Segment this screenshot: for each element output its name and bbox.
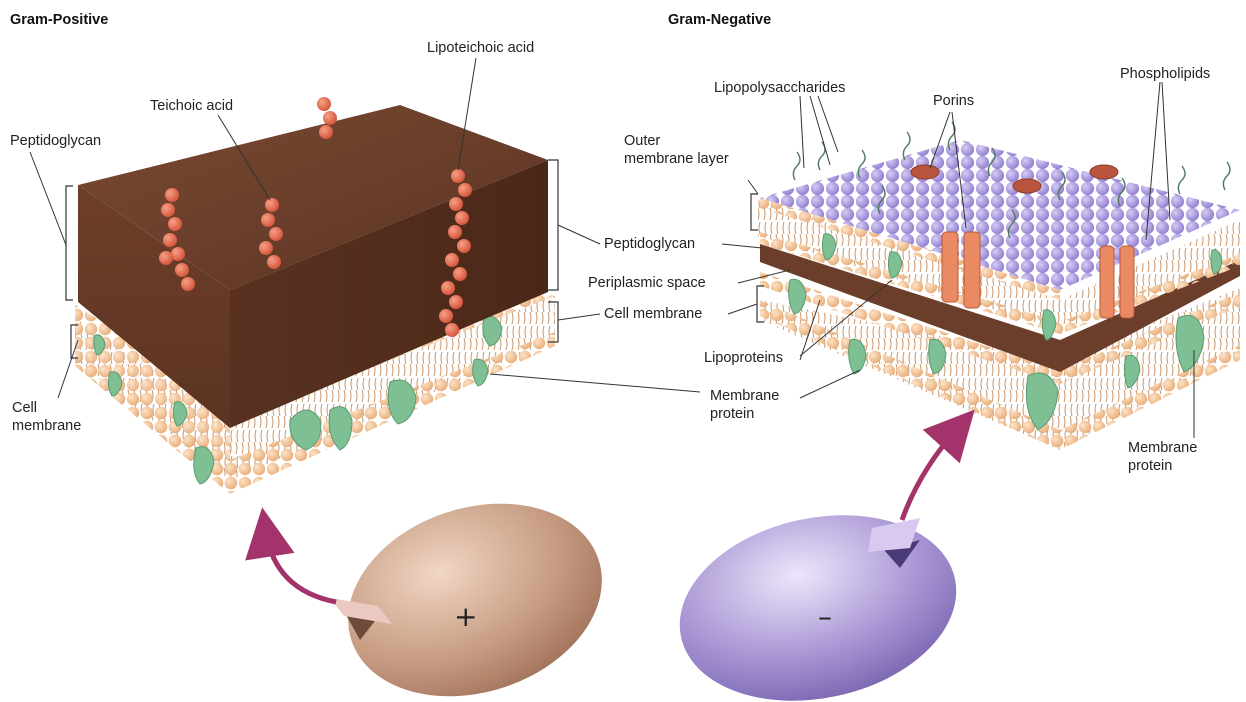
label-outer-membrane-line2: membrane layer bbox=[624, 151, 729, 168]
gram-negative-header: Gram-Negative bbox=[668, 12, 771, 28]
label-peptidoglycan-center: Peptidoglycan bbox=[604, 236, 695, 253]
label-membrane-protein-right-line2: protein bbox=[1128, 458, 1172, 475]
gram-positive-header: Gram-Positive bbox=[10, 12, 108, 28]
label-teichoic-acid: Teichoic acid bbox=[150, 98, 233, 115]
label-lipoproteins: Lipoproteins bbox=[704, 350, 783, 367]
label-cell-membrane-left-line1: Cell bbox=[12, 400, 37, 417]
label-membrane-protein-right-line1: Membrane bbox=[1128, 440, 1197, 457]
label-peptidoglycan-left: Peptidoglycan bbox=[10, 133, 101, 150]
gram-positive-sign: + bbox=[454, 600, 477, 633]
label-membrane-protein-center-line1: Membrane bbox=[710, 388, 779, 405]
gram-positive-cell bbox=[323, 472, 627, 702]
label-cell-membrane-center: Cell membrane bbox=[604, 306, 702, 323]
label-outer-membrane-line1: Outer bbox=[624, 133, 660, 150]
label-cell-membrane-left-line2: membrane bbox=[12, 418, 81, 435]
label-lipopolysaccharides: Lipopolysaccharides bbox=[714, 80, 845, 97]
label-periplasmic-space: Periplasmic space bbox=[588, 275, 706, 292]
label-porins: Porins bbox=[933, 93, 974, 110]
gram-negative-wall bbox=[722, 82, 1240, 450]
label-lipoteichoic-acid: Lipoteichoic acid bbox=[427, 40, 534, 57]
label-membrane-protein-center-line2: protein bbox=[710, 406, 754, 423]
gram-negative-cell bbox=[662, 491, 973, 702]
gram-negative-sign: – bbox=[818, 600, 832, 633]
label-phospholipids: Phospholipids bbox=[1120, 66, 1210, 83]
